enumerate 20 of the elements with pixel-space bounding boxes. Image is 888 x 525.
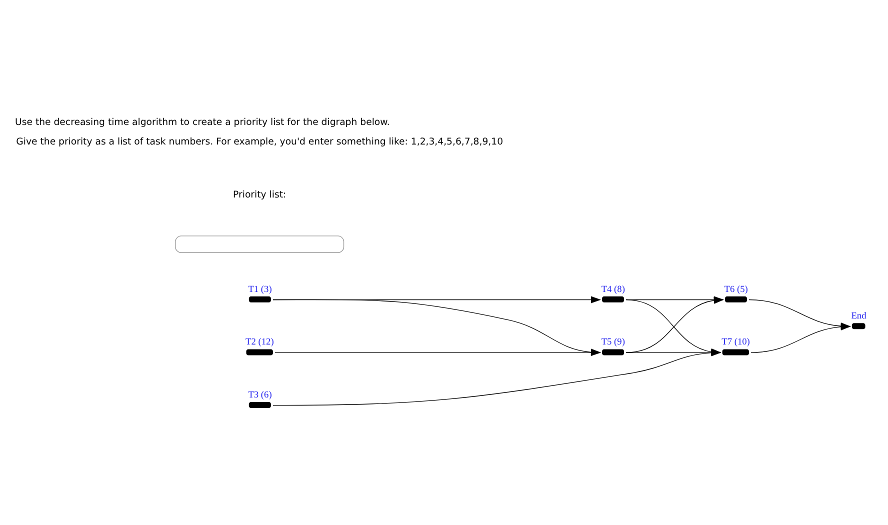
node-label: T3 (6): [248, 390, 272, 400]
node-box: [602, 296, 624, 302]
node-label: End: [851, 311, 866, 322]
node-label: T7 (10): [722, 337, 750, 348]
node-box: [602, 348, 624, 355]
node-box: [722, 348, 749, 355]
node-label: T5 (9): [601, 337, 625, 348]
diagram-title: Use the decreasing time algorithm to create a priority list for the digraph below.: [15, 116, 390, 128]
node-box: [246, 348, 273, 355]
node-box: [852, 322, 866, 329]
node-label: T2 (12): [246, 337, 274, 348]
node-box: [248, 401, 271, 408]
node-box: [248, 296, 271, 302]
node-label: T4 (8): [601, 284, 625, 294]
label: Give the priority as a list of task numbers. For example, you'd enter something like: 1,2,3,4,5,6,7,8,9,10: [16, 136, 504, 148]
node-label: T1 (3): [248, 284, 272, 294]
node-box: [175, 235, 344, 252]
node-label: T6 (5): [724, 284, 748, 294]
node-box: [724, 296, 747, 302]
label: Priority list:: [233, 188, 286, 200]
